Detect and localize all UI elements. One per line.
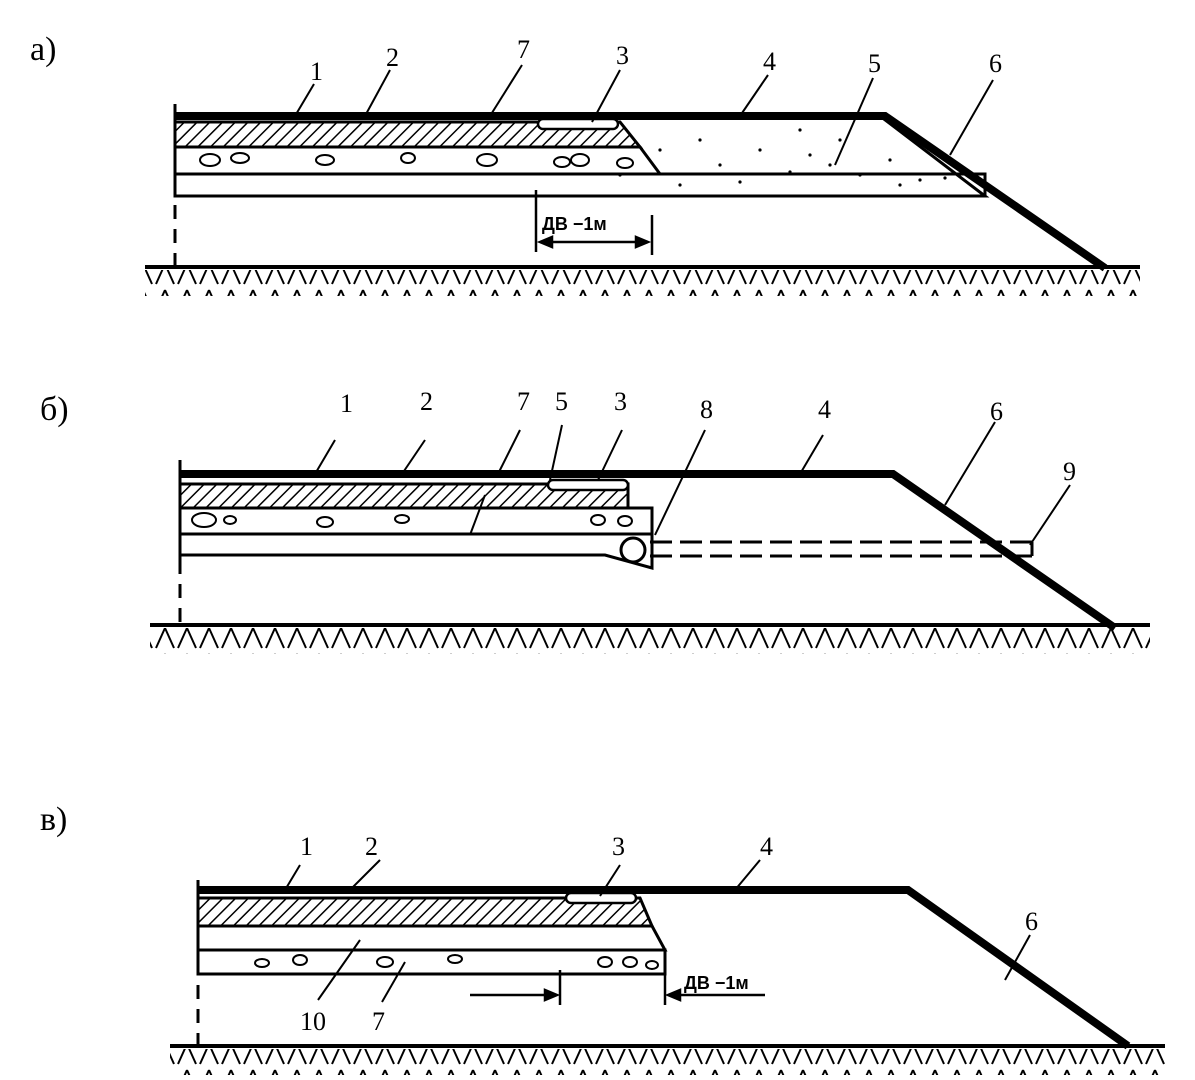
panel-a-label: а) — [30, 31, 56, 68]
leaders-a — [294, 64, 994, 166]
ground-b — [150, 623, 1150, 654]
label-c-3: 3 — [612, 832, 625, 861]
panel-a: а) — [30, 31, 1140, 296]
label-b-5: 5 — [555, 387, 568, 416]
surface-and-slope-b — [180, 470, 1118, 632]
label-a-6: 6 — [989, 49, 1002, 78]
label-b-9: 9 — [1063, 457, 1076, 486]
panel-c: в) ДВ −1м — [40, 801, 1165, 1075]
dimension-c — [470, 970, 765, 1005]
label-c-1: 1 — [300, 832, 313, 861]
label-b-1: 1 — [340, 389, 353, 418]
leaders-b — [314, 421, 1071, 546]
dimension-a-label: ДВ −1м — [542, 214, 607, 234]
label-a-4: 4 — [763, 47, 776, 76]
leaders-c — [284, 859, 1031, 1003]
surface-and-slope-a — [175, 112, 1108, 272]
frost-layer-c — [196, 924, 668, 952]
dimension-c-label: ДВ −1м — [684, 973, 749, 993]
label-a-2: 2 — [386, 43, 399, 72]
panel-b: б) — [40, 387, 1150, 654]
ground-c — [170, 1044, 1165, 1075]
label-b-8: 8 — [700, 395, 713, 424]
sub-base-b — [178, 532, 654, 570]
label-c-10: 10 — [300, 1007, 326, 1036]
base-layer-b — [178, 506, 654, 536]
dimension-a — [534, 190, 654, 255]
label-a-5: 5 — [868, 49, 881, 78]
label-a-3: 3 — [616, 41, 629, 70]
gravel-stones-a — [199, 152, 634, 169]
label-c-7: 7 — [372, 1007, 385, 1036]
gravel-stones-b — [191, 512, 633, 528]
panel-c-label: в) — [40, 801, 67, 838]
label-c-6: 6 — [1025, 907, 1038, 936]
label-a-7: 7 — [517, 35, 530, 64]
label-b-6: 6 — [990, 397, 1003, 426]
label-b-3: 3 — [614, 387, 627, 416]
gravel-stones-c — [254, 954, 659, 970]
label-c-4: 4 — [760, 832, 773, 861]
panel-b-label: б) — [40, 391, 69, 428]
drain-pipe — [619, 536, 647, 564]
label-b-7: 7 — [517, 387, 530, 416]
surface-and-slope-c — [198, 886, 1131, 1050]
label-a-1: 1 — [310, 57, 323, 86]
label-c-2: 2 — [365, 832, 378, 861]
label-b-4: 4 — [818, 395, 831, 424]
edge-strip-b — [546, 478, 630, 492]
ground-a — [145, 265, 1140, 296]
drain-outlet — [650, 540, 1034, 558]
label-b-2: 2 — [420, 387, 433, 416]
edge-strip-a — [536, 117, 620, 131]
